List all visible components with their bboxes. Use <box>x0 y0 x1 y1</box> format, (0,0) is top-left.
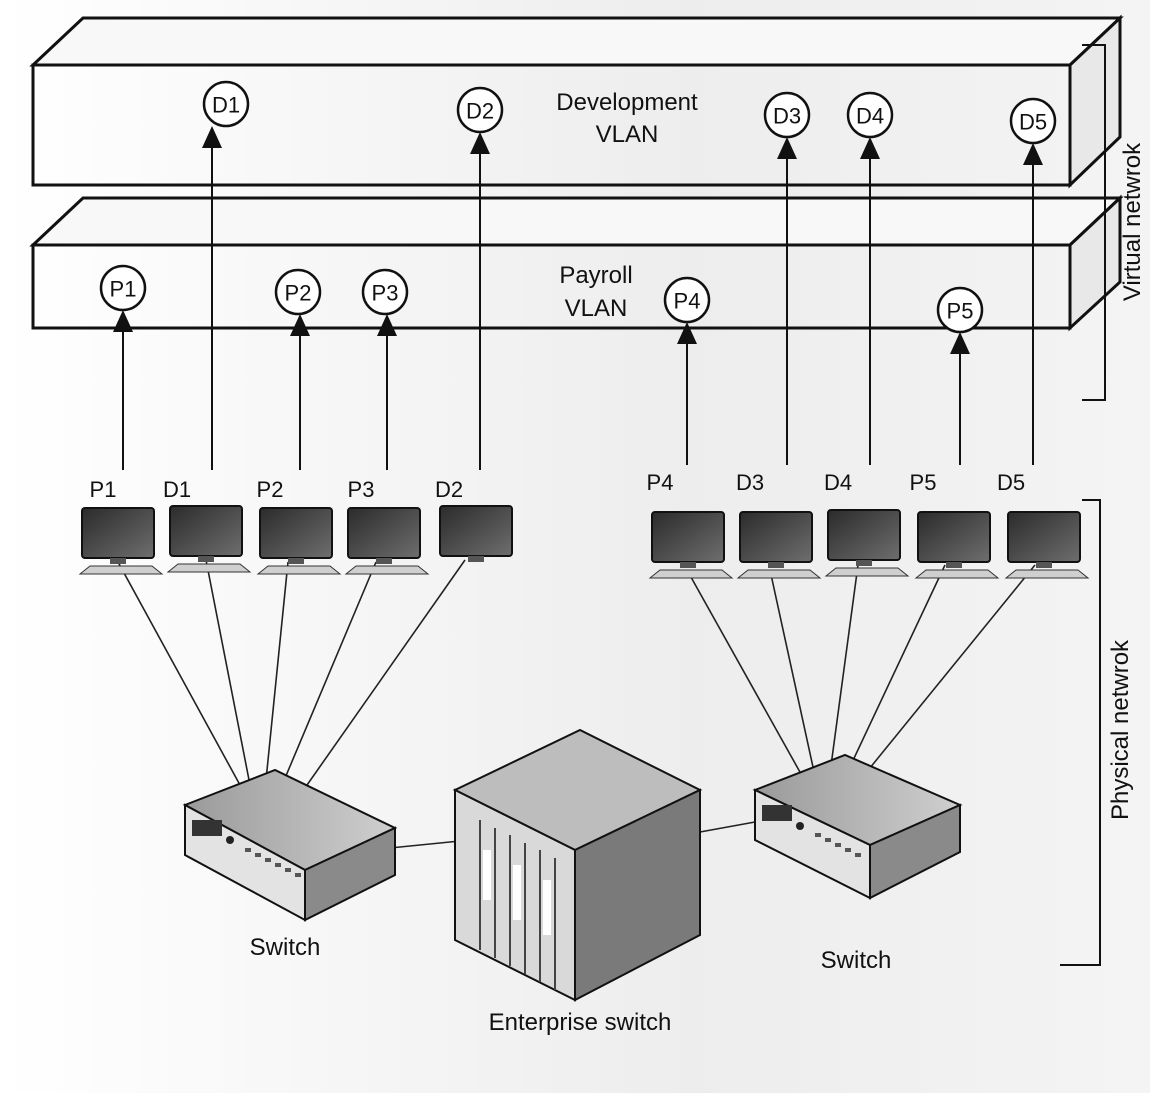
payroll-node-p3: P3 <box>361 268 409 316</box>
computer-8 <box>824 509 910 577</box>
development-vlan-box <box>29 14 1124 189</box>
dev-node-d1: D1 <box>202 80 250 128</box>
virtual-network-label: Virtual netwrok <box>1119 142 1146 301</box>
dev-node-d4: D4 <box>846 91 894 139</box>
dev-node-d5: D5 <box>1009 97 1057 145</box>
computer-3 <box>256 507 342 575</box>
computer-label-3: P2 <box>257 477 284 502</box>
payroll-node-p1: P1 <box>99 264 147 312</box>
computer-label-2: D1 <box>163 477 191 502</box>
physical-network-brace <box>1060 499 1101 966</box>
dev-node-d3: D3 <box>763 91 811 139</box>
switch-right-icon <box>752 753 963 900</box>
computer-label-10: D5 <box>997 470 1025 495</box>
switch-right-label: Switch <box>821 947 892 974</box>
computer-label-1: P1 <box>90 477 117 502</box>
computer-label-5: D2 <box>435 477 463 502</box>
cables <box>117 559 1036 849</box>
svg-text:P4: P4 <box>674 289 701 314</box>
svg-text:D4: D4 <box>856 104 884 129</box>
computer-label-8: D4 <box>824 470 852 495</box>
payroll-vlan-box <box>29 194 1124 332</box>
computer-9 <box>914 511 1000 579</box>
enterprise-switch-label: Enterprise switch <box>489 1009 672 1036</box>
payroll-node-p4: P4 <box>663 276 711 324</box>
computer-label-9: P5 <box>910 470 937 495</box>
computer-label-7: D3 <box>736 470 764 495</box>
computer-label-6: P4 <box>647 470 674 495</box>
physical-network-label: Physical netwrok <box>1107 639 1134 820</box>
computer-1 <box>78 507 164 575</box>
payroll-vlan-label-2: VLAN <box>565 295 628 322</box>
computer-2 <box>166 505 252 573</box>
payroll-vlan-label-1: Payroll <box>559 262 632 289</box>
svg-text:D1: D1 <box>212 93 240 118</box>
svg-text:P1: P1 <box>110 277 137 302</box>
dev-node-d2: D2 <box>456 86 504 134</box>
switch-left-icon <box>182 768 398 922</box>
virtual-network-brace <box>1082 44 1106 401</box>
svg-text:D2: D2 <box>466 99 494 124</box>
computer-4 <box>344 507 430 575</box>
computer-6 <box>648 511 734 579</box>
svg-text:P3: P3 <box>372 281 399 306</box>
svg-text:P2: P2 <box>285 281 312 306</box>
development-vlan-label-1: Development <box>556 89 698 116</box>
computer-label-4: P3 <box>348 477 375 502</box>
computer-7 <box>736 511 822 579</box>
svg-text:D3: D3 <box>773 104 801 129</box>
payroll-node-p2: P2 <box>274 268 322 316</box>
svg-text:P5: P5 <box>947 299 974 324</box>
computer-10 <box>1004 511 1090 579</box>
development-vlan-label-2: VLAN <box>596 121 659 148</box>
computer-5 <box>439 505 513 562</box>
switch-left-label: Switch <box>250 934 321 961</box>
payroll-node-p5: P5 <box>936 286 984 334</box>
connection-arrows <box>113 126 1043 470</box>
svg-text:D5: D5 <box>1019 110 1047 135</box>
enterprise-switch-icon <box>452 728 703 1002</box>
